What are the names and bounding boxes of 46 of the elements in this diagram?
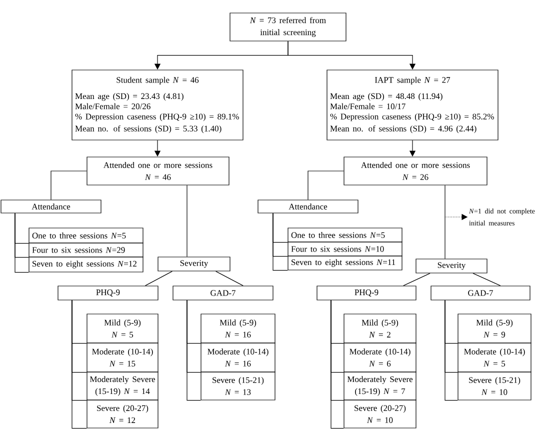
flow-box: Severity xyxy=(416,258,488,274)
table-row: Seven to eight sessions N=11 xyxy=(288,256,402,270)
flow-box: PHQ-9 xyxy=(316,286,416,300)
table-row: One to three sessions N=5 xyxy=(288,228,402,242)
table-row: Moderately Severe (15-19) N = 14 xyxy=(86,372,158,400)
connector-line xyxy=(186,300,201,401)
flow-box: Attended one or more sessions N = 46 xyxy=(86,156,230,186)
table-row: Mild (5-9) N = 9 xyxy=(458,314,532,344)
table-row: Moderate (10-14) N = 6 xyxy=(344,342,416,372)
table-row: One to three sessions N=5 xyxy=(28,228,144,244)
table-row: Moderate (10-14) N = 16 xyxy=(200,342,276,372)
table-row: Severe (15-21) N = 10 xyxy=(458,372,532,400)
connector-line xyxy=(308,170,344,200)
sample-box: Student sample N = 46 Mean age (SD) = 23.43 (4.81) Male/Female = 20/26 % Depression caseness (PHQ-9 ≥10) = 89.1% Mean no. of sessions (SD) = 5.33 (1.40) xyxy=(72,70,244,140)
table-row: Moderate (10-14) N = 5 xyxy=(458,342,532,372)
connector-line xyxy=(50,170,87,200)
flow-box: Severity xyxy=(158,256,230,272)
connector-line xyxy=(144,271,173,286)
flow-box: GAD-7 xyxy=(430,286,530,300)
table-row: Severe (20-27) N = 10 xyxy=(344,400,416,428)
connector-line xyxy=(472,273,501,286)
table-row: Four to six sessions N=10 xyxy=(288,242,402,256)
flow-box: N = 73 referred from initial screening xyxy=(230,12,346,42)
table-row: Mild (5-9) N = 2 xyxy=(344,314,416,344)
connector-line xyxy=(72,300,87,429)
connector-line xyxy=(330,300,344,429)
flow-box: GAD-7 xyxy=(172,286,274,300)
flow-box: PHQ-9 xyxy=(58,286,158,300)
flow-box: Attendance xyxy=(258,200,358,214)
table-row: Severe (20-27) N = 12 xyxy=(86,400,158,428)
connector-line xyxy=(444,185,446,259)
connector-line xyxy=(403,273,430,286)
table-row: Moderate (10-14) N = 15 xyxy=(86,342,158,372)
table-row: Mild (5-9) N = 16 xyxy=(200,314,276,344)
table-row: Seven to eight sessions N=12 xyxy=(28,256,144,272)
flow-box: Attended one or more sessions N = 26 xyxy=(344,156,488,186)
connector-line xyxy=(272,213,288,271)
connector-line xyxy=(14,213,29,273)
table-row: Four to six sessions N=29 xyxy=(28,242,144,258)
connector-line xyxy=(444,300,458,401)
table-row: Severe (15-21) N = 13 xyxy=(200,372,276,400)
table-row: Mild (5-9) N = 5 xyxy=(86,314,158,344)
table-row: Moderately Severe (15-19) N = 7 xyxy=(344,372,416,400)
sample-box: IAPT sample N = 27 Mean age (SD) = 48.48 (11.94) Male/Female = 10/17 % Depression caseness (PHQ-9 ≥10) = 85.2% Mean no. of sessions (SD) = 4.96 (2.44) xyxy=(326,70,498,140)
connector-line xyxy=(186,185,188,257)
flow-box: Attendance xyxy=(0,200,102,214)
